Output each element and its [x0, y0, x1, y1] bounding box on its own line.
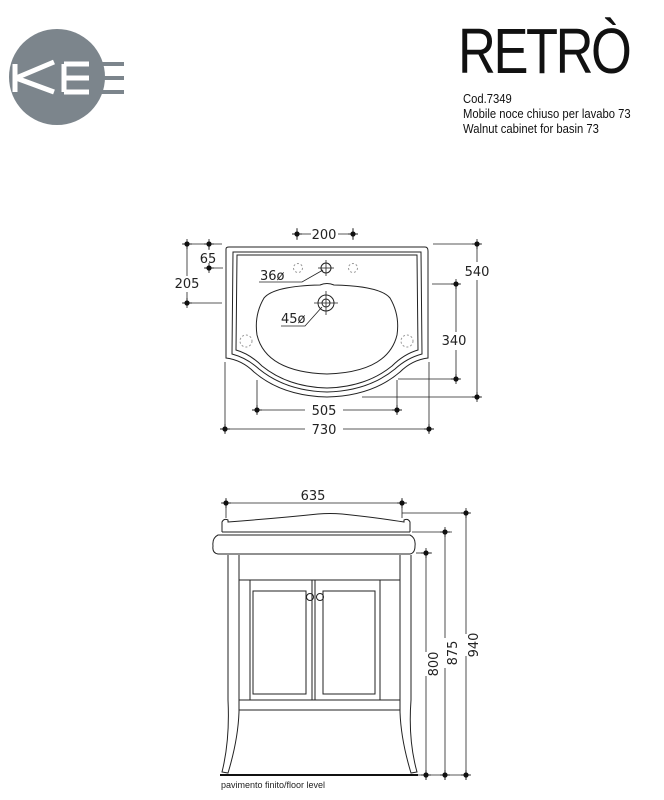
drain-hole: [314, 291, 338, 315]
dim-width: 730: [312, 423, 337, 438]
dim-bowl-depth: 340: [442, 334, 467, 349]
top-view-dimension-lines: [183, 228, 481, 433]
door-knob-left: [306, 593, 314, 601]
basin-top-view: [225, 246, 429, 398]
dim-tap-spacing: 200: [312, 228, 337, 243]
dim-bowl-width: 505: [312, 404, 337, 419]
optional-tap-holes: [239, 263, 414, 348]
dim-depth: 540: [465, 265, 490, 280]
dim-rim-to-tap: 65: [200, 252, 217, 267]
dim-rim-to-drain: 205: [175, 277, 200, 292]
door-knob-right: [316, 593, 324, 601]
dim-height-basin-rim: 875: [446, 641, 461, 666]
front-view-dimension-points: [220, 497, 472, 781]
floor-label: pavimento finito/floor level: [221, 780, 325, 790]
description-italian: Mobile noce chiuso per lavabo 73: [463, 107, 631, 121]
dim-height-cabinet: 800: [427, 652, 442, 677]
ke-logo-letters: [12, 59, 124, 95]
product-info: Cod.7349 Mobile noce chiuso per lavabo 7…: [463, 92, 631, 137]
description-english: Walnut cabinet for basin 73: [463, 122, 599, 136]
cabinet-front-view: [212, 513, 418, 774]
tap-hole: [318, 260, 334, 276]
dim-height-total: 940: [467, 633, 482, 658]
dim-tap-hole: 36ø: [260, 269, 285, 284]
dim-drain-hole: 45ø: [281, 312, 306, 327]
product-code: Cod.7349: [463, 92, 512, 106]
front-view-dimension-lines: [222, 499, 470, 780]
dim-cabinet-width: 635: [301, 489, 326, 504]
ke-logo: [9, 29, 124, 125]
product-title: RETRÒ: [458, 15, 632, 87]
